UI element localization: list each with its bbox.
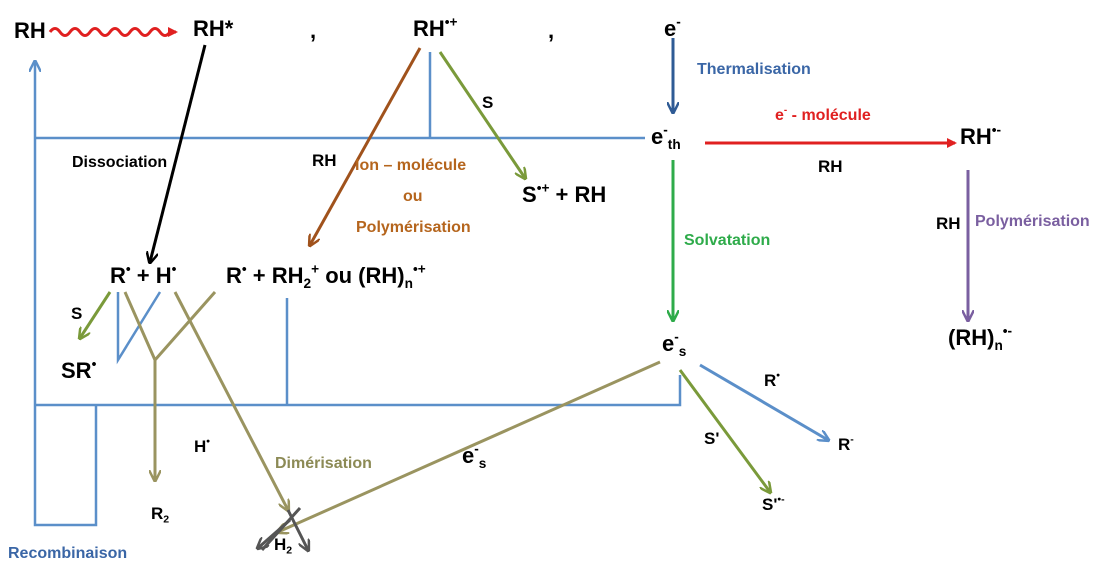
species-e-s-mid: e-s xyxy=(462,441,487,471)
label-thermalisation: Thermalisation xyxy=(697,61,811,78)
label-recombinaison: Recombinaison xyxy=(8,545,128,562)
label-rh-ion: RH xyxy=(312,151,337,170)
r-h-connector xyxy=(116,291,162,365)
species-rhn-anion: (RH)n•- xyxy=(948,323,1013,353)
s-prime-arrow xyxy=(678,369,770,492)
species-s-prime-anion: S'•- xyxy=(762,493,785,514)
recombination-left-frame xyxy=(35,62,98,527)
species-r-plus-rh2: R• + RH2+ ou (RH)n•+ xyxy=(226,261,426,291)
dissociation-arrow xyxy=(150,44,207,262)
species-r-minus: R- xyxy=(838,433,854,454)
recombination-lower-line xyxy=(35,375,682,407)
label-ou: ou xyxy=(403,188,423,205)
excitation-wavy-arrow xyxy=(48,27,178,37)
label-s-top: S xyxy=(482,93,494,112)
separator-comma-2: , xyxy=(548,18,555,43)
species-rh-star: RH* xyxy=(193,16,234,41)
label-rh-under-arrow: RH xyxy=(818,157,843,176)
species-h-dot: H• xyxy=(194,435,210,456)
label-dissociation: Dissociation xyxy=(72,154,168,171)
species-e-th: e-th xyxy=(651,122,681,152)
h-to-h2-arrow xyxy=(173,291,288,510)
species-sr: SR• xyxy=(61,356,97,383)
ion-molecule-arrow xyxy=(310,47,422,245)
e-s-to-r-arrow xyxy=(699,363,828,440)
species-rh-cation: RH•+ xyxy=(413,14,458,41)
label-s-left: S xyxy=(71,304,83,323)
species-r-dot: R• xyxy=(764,369,780,390)
label-s-prime: S' xyxy=(704,429,720,448)
species-h2: H2 xyxy=(274,535,293,557)
species-rh-anion: RH•- xyxy=(960,122,1002,149)
label-polymerisation: Polymérisation xyxy=(356,219,471,236)
s-cation-arrow xyxy=(438,51,525,178)
species-rh: RH xyxy=(14,18,46,43)
label-e-molecule: e- - molécule xyxy=(775,105,871,124)
species-e-minus: e- xyxy=(664,14,681,41)
label-polymerisation-right: Polymérisation xyxy=(975,213,1090,230)
species-r-plus-h: R• + H• xyxy=(110,261,177,288)
label-rh-polym-left: RH xyxy=(936,214,961,233)
species-s-cation-rh: S•+ + RH xyxy=(522,180,607,207)
species-e-s: e-s xyxy=(662,329,687,359)
h2-gray-arrow-left xyxy=(258,518,291,548)
species-r2: R2 xyxy=(151,504,170,526)
label-ion-molecule: Ion – molécule xyxy=(355,157,467,174)
label-solvatation: Solvatation xyxy=(684,232,771,249)
s-to-sr-arrow xyxy=(80,291,112,338)
e-s-to-h2-arrow xyxy=(278,360,661,532)
label-dimerisation: Dimérisation xyxy=(275,455,372,472)
dimerisation-r2-lines xyxy=(123,291,217,361)
separator-comma-1: , xyxy=(310,18,317,43)
